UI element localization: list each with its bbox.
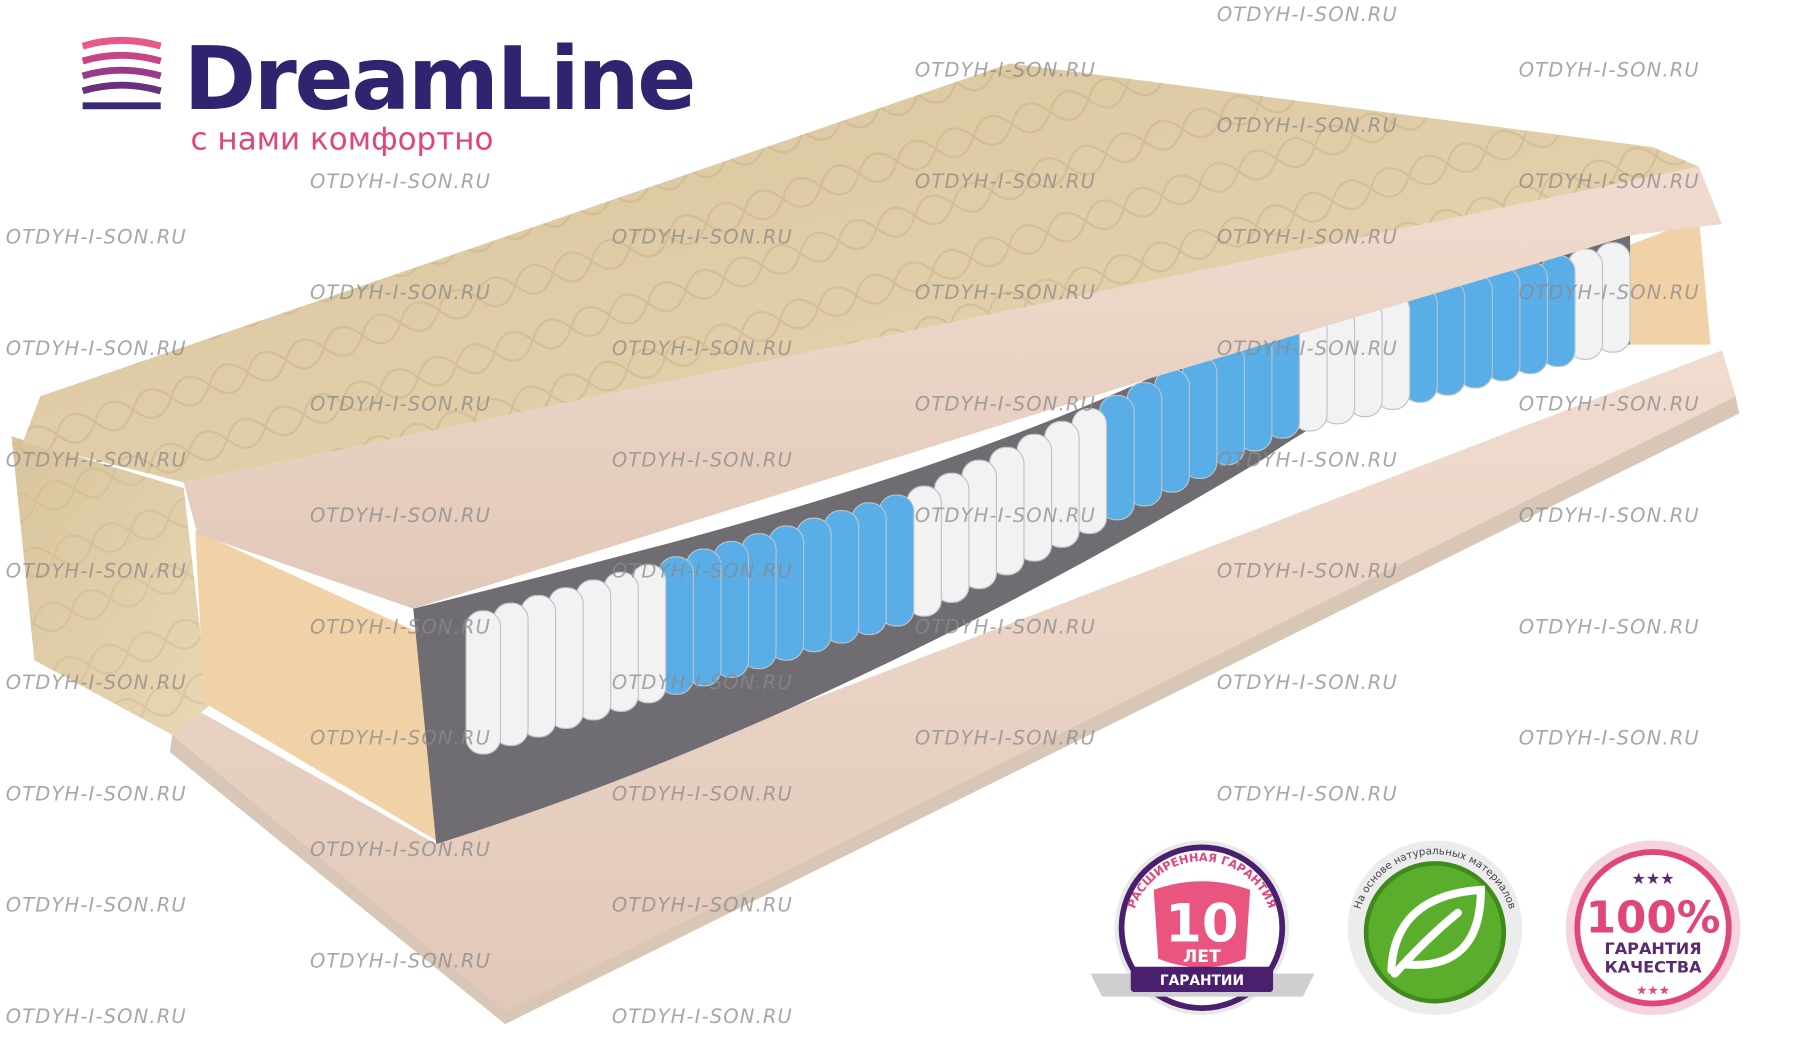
spring-pocket (465, 610, 502, 755)
watermark-text: OTDYH-I-SON.RU (612, 671, 793, 694)
brand-slogan: с нами комфортно (191, 121, 494, 157)
watermark-text: OTDYH-I-SON.RU (6, 671, 187, 694)
natural-materials-badge: На основе натуральных материалов (1347, 840, 1523, 1015)
stars-icon: ★★★ (1631, 870, 1674, 888)
watermark-text: OTDYH-I-SON.RU (310, 838, 491, 861)
watermark-text: OTDYH-I-SON.RU (1519, 170, 1700, 193)
watermark-text: OTDYH-I-SON.RU (1519, 59, 1700, 82)
watermark-text: OTDYH-I-SON.RU (1217, 448, 1398, 471)
stars-icon-bottom: ★★★ (1636, 983, 1670, 997)
watermark-text: OTDYH-I-SON.RU (6, 782, 187, 805)
watermark-text: OTDYH-I-SON.RU (1519, 393, 1700, 416)
watermarks: OTDYH-I-SON.RU OTDYH-I-SON.RU OTDYH-I-SON.… (6, 3, 1700, 1028)
watermark-text: OTDYH-I-SON.RU (6, 1005, 187, 1028)
watermark-text: OTDYH-I-SON.RU (915, 281, 1096, 304)
comfort-foam-block-left (195, 530, 442, 844)
watermark-text: OTDYH-I-SON.RU (1519, 281, 1700, 304)
watermark-text: OTDYH-I-SON.RU (612, 448, 793, 471)
quality-percent: 100% (1586, 893, 1721, 943)
pocket-springs (465, 242, 1631, 755)
top-foam-layer (183, 166, 1722, 609)
quality-badge: ★★★ 100% ГАРАНТИЯ КАЧЕСТВА ★★★ (1565, 840, 1741, 1015)
bottom-foam-layer (172, 350, 1736, 1011)
watermark-text: OTDYH-I-SON.RU (915, 393, 1096, 416)
watermark-text: OTDYH-I-SON.RU (915, 170, 1096, 193)
comfort-foam-block-right (1624, 218, 1711, 345)
watermark-text: OTDYH-I-SON.RU (1217, 671, 1398, 694)
watermark-text: OTDYH-I-SON.RU (1519, 504, 1700, 527)
watermark-text: OTDYH-I-SON.RU (1217, 337, 1398, 360)
watermark-text: OTDYH-I-SON.RU (915, 59, 1096, 82)
watermark-text: OTDYH-I-SON.RU (612, 894, 793, 917)
warranty-ribbon: ГАРАНТИИ (1160, 973, 1244, 989)
watermark-text: OTDYH-I-SON.RU (1519, 727, 1700, 750)
watermark-text: OTDYH-I-SON.RU (1217, 114, 1398, 137)
brand-name: DreamLine (184, 28, 694, 130)
watermark-text: OTDYH-I-SON.RU (612, 1005, 793, 1028)
warranty-badge: РАСШИРЕННАЯ ГАРАНТИЯ 10 ЛЕТ ГАРАНТИИ (1090, 840, 1315, 1015)
waves-icon (81, 37, 162, 110)
warranty-years: 10 (1165, 894, 1238, 955)
watermark-text: OTDYH-I-SON.RU (310, 615, 491, 638)
side-quilt-pattern (11, 436, 209, 735)
quality-line2: КАЧЕСТВА (1605, 958, 1703, 977)
watermark-text: OTDYH-I-SON.RU (1217, 3, 1398, 26)
watermark-text: OTDYH-I-SON.RU (6, 560, 187, 583)
watermark-text: OTDYH-I-SON.RU (612, 782, 793, 805)
watermark-text: OTDYH-I-SON.RU (6, 226, 187, 249)
warranty-unit: ЛЕТ (1183, 947, 1221, 967)
watermark-text: OTDYH-I-SON.RU (915, 727, 1096, 750)
watermark-text: OTDYH-I-SON.RU (915, 504, 1096, 527)
watermark-text: OTDYH-I-SON.RU (612, 337, 793, 360)
watermark-text: OTDYH-I-SON.RU (310, 393, 491, 416)
watermark-text: OTDYH-I-SON.RU (915, 615, 1096, 638)
watermark-text: OTDYH-I-SON.RU (1217, 782, 1398, 805)
watermark-text: OTDYH-I-SON.RU (1217, 226, 1398, 249)
watermark-text: OTDYH-I-SON.RU (1217, 560, 1398, 583)
watermark-text: OTDYH-I-SON.RU (310, 281, 491, 304)
watermark-text: OTDYH-I-SON.RU (612, 226, 793, 249)
watermark-text: OTDYH-I-SON.RU (1519, 615, 1700, 638)
watermark-text: OTDYH-I-SON.RU (310, 727, 491, 750)
watermark-text: OTDYH-I-SON.RU (310, 949, 491, 972)
watermark-text: OTDYH-I-SON.RU (6, 448, 187, 471)
watermark-text: OTDYH-I-SON.RU (6, 337, 187, 360)
mattress-illustration (11, 63, 1740, 1025)
watermark-text: OTDYH-I-SON.RU (6, 894, 187, 917)
leaf-icon (1387, 885, 1485, 978)
top-quilt-pattern (22, 63, 1699, 483)
watermark-text: OTDYH-I-SON.RU (310, 170, 491, 193)
watermark-text: OTDYH-I-SON.RU (612, 560, 793, 583)
quality-line1: ГАРАНТИЯ (1605, 939, 1702, 958)
watermark-text: OTDYH-I-SON.RU (310, 504, 491, 527)
dreamline-logo: DreamLine с нами комфортно (81, 28, 696, 157)
